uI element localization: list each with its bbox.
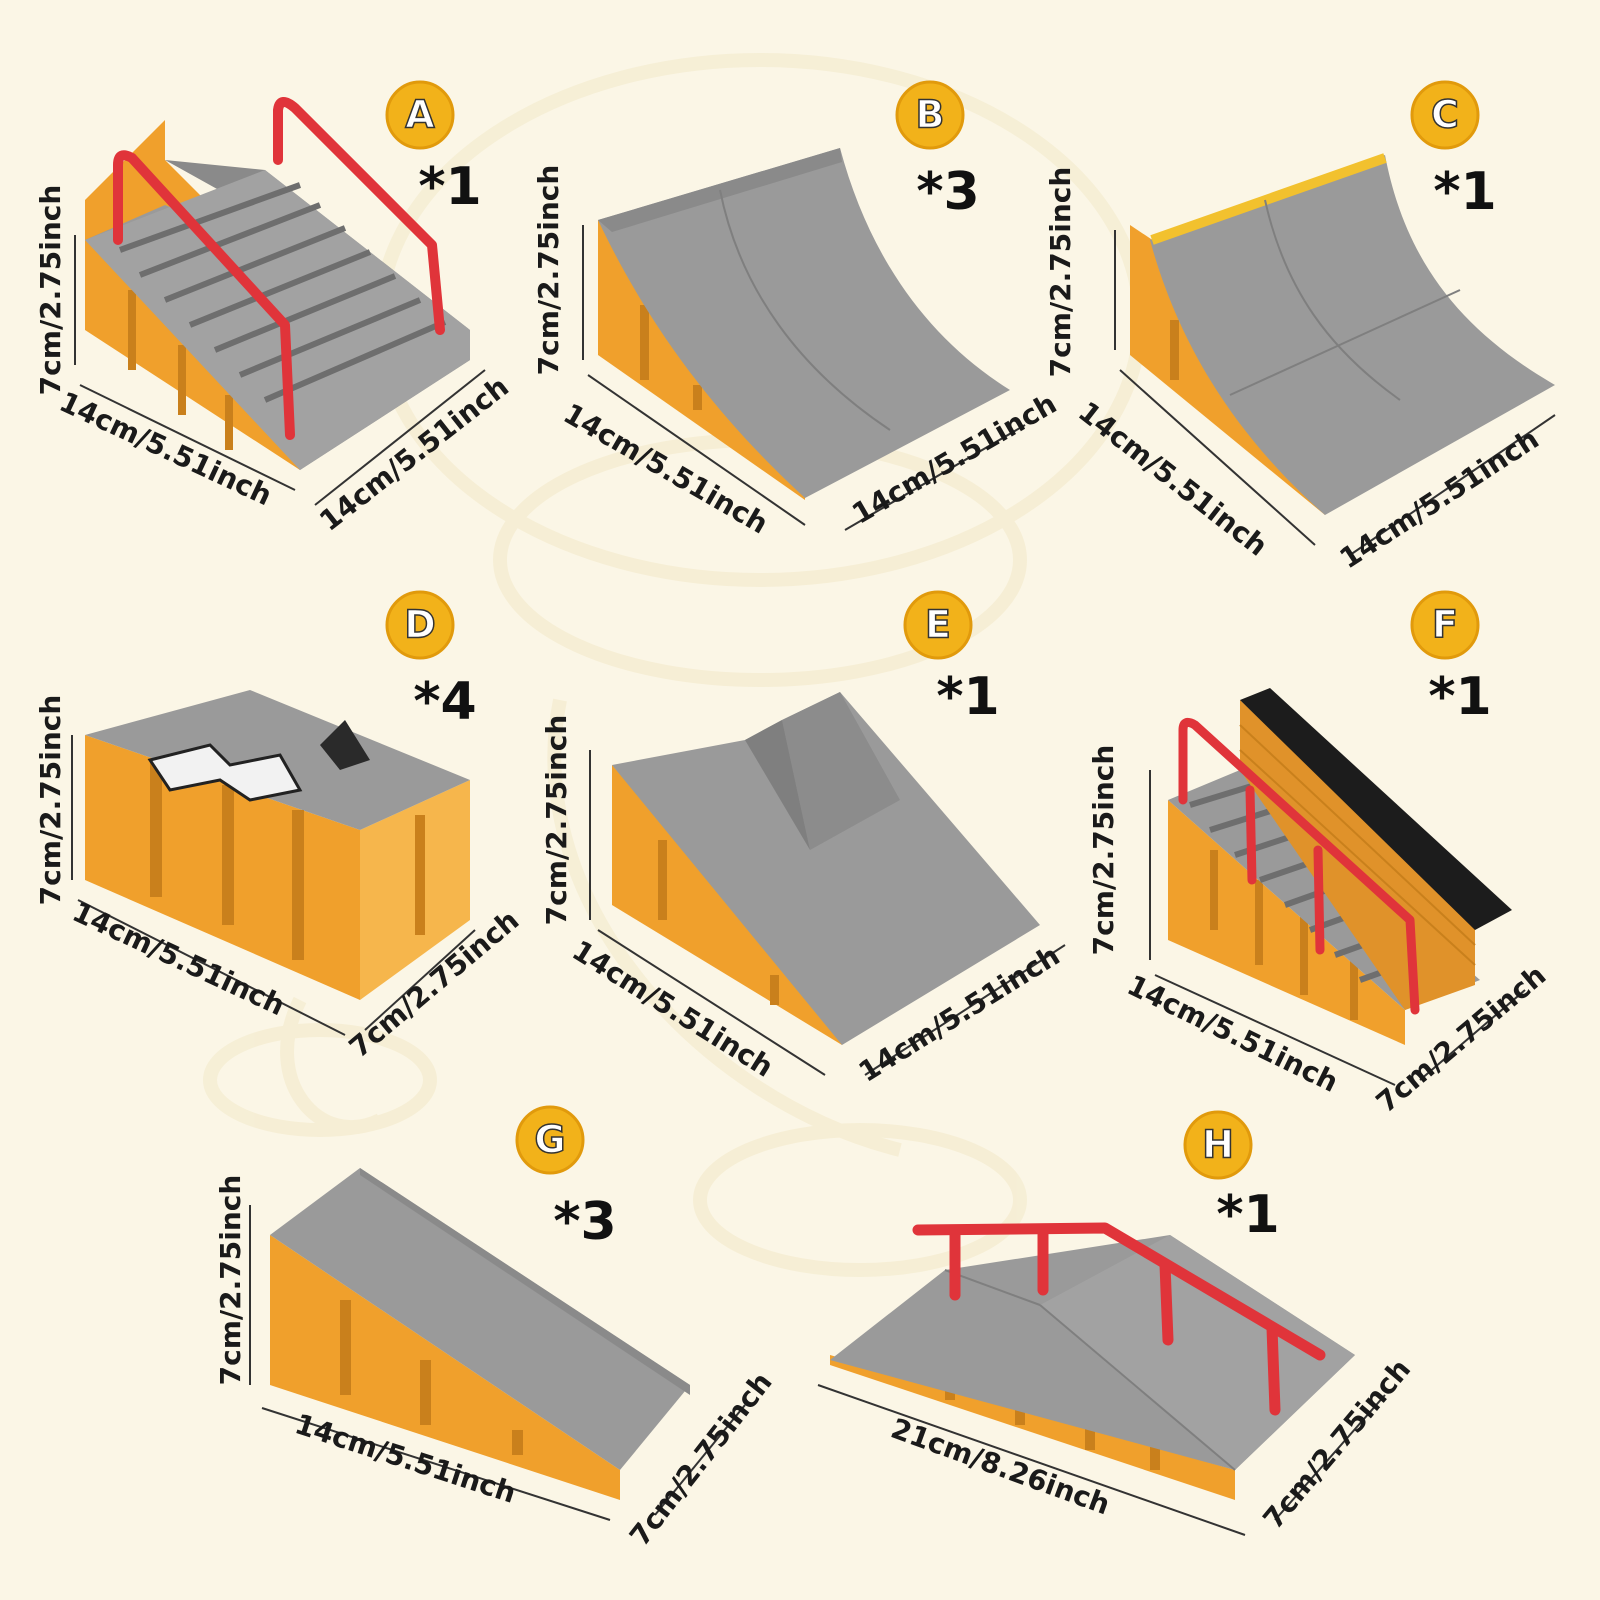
dim-height-a: 7cm/2.75inch <box>34 185 67 396</box>
f-black-ledge-top <box>1240 688 1512 930</box>
badge-g <box>515 1105 585 1175</box>
dim-height-c: 7cm/2.75inch <box>1044 167 1077 378</box>
item-e-wedge-notch <box>612 692 1040 1045</box>
c-curve-surface <box>1150 155 1555 515</box>
item-f-stair-ledge <box>1168 688 1512 1045</box>
d-graffiti-logo <box>147 743 303 802</box>
item-b-quarter-pipe <box>598 148 1010 500</box>
count-f: *1 <box>1428 667 1491 727</box>
item-h-pyramid-rail <box>830 1222 1355 1500</box>
dim-height-b: 7cm/2.75inch <box>532 165 565 376</box>
count-g: *3 <box>553 1192 616 1252</box>
dim-height-d: 7cm/2.75inch <box>34 695 67 906</box>
badge-a-letter: A <box>405 93 435 137</box>
item-g-launch-ramp <box>270 1168 690 1500</box>
dim-height-g: 7cm/2.75inch <box>214 1175 247 1386</box>
item-a-stair-rail <box>85 97 470 470</box>
count-c: *1 <box>1433 162 1496 222</box>
count-b: *3 <box>916 162 979 222</box>
badge-f-letter: F <box>1432 603 1458 647</box>
dimension-lines <box>71 225 1556 1536</box>
badge-b-letter: B <box>916 93 945 137</box>
dim-height-e: 7cm/2.75inch <box>540 715 573 926</box>
badge-e <box>903 590 973 660</box>
h-handrail <box>912 1222 1326 1416</box>
badge-d <box>385 590 455 660</box>
g-slope-surface <box>270 1168 690 1470</box>
count-a: *1 <box>418 157 481 217</box>
count-e: *1 <box>936 667 999 727</box>
count-d: *4 <box>413 672 476 732</box>
badge-c-letter: C <box>1431 93 1459 137</box>
e-slope-surface <box>612 692 1040 1045</box>
badge-e-letter: E <box>925 603 951 647</box>
badge-g-letter: G <box>534 1118 565 1162</box>
c-coping <box>1150 153 1387 245</box>
f-handrail <box>1178 717 1420 1015</box>
badge-h <box>1183 1110 1253 1180</box>
item-d-funbox <box>85 690 470 1000</box>
badge-d-letter: D <box>404 603 436 647</box>
badge-f <box>1410 590 1480 660</box>
item-c-quarter-pipe-coping <box>1130 153 1555 515</box>
badge-a <box>385 80 455 150</box>
dim-height-f: 7cm/2.75inch <box>1087 745 1120 956</box>
badge-c <box>1410 80 1480 150</box>
b-curve-surface <box>598 148 1010 498</box>
a-handrail <box>113 97 445 440</box>
f-brick-wall <box>1240 700 1475 1010</box>
count-h: *1 <box>1216 1185 1279 1245</box>
badge-b <box>895 80 965 150</box>
badge-h-letter: H <box>1202 1123 1234 1167</box>
